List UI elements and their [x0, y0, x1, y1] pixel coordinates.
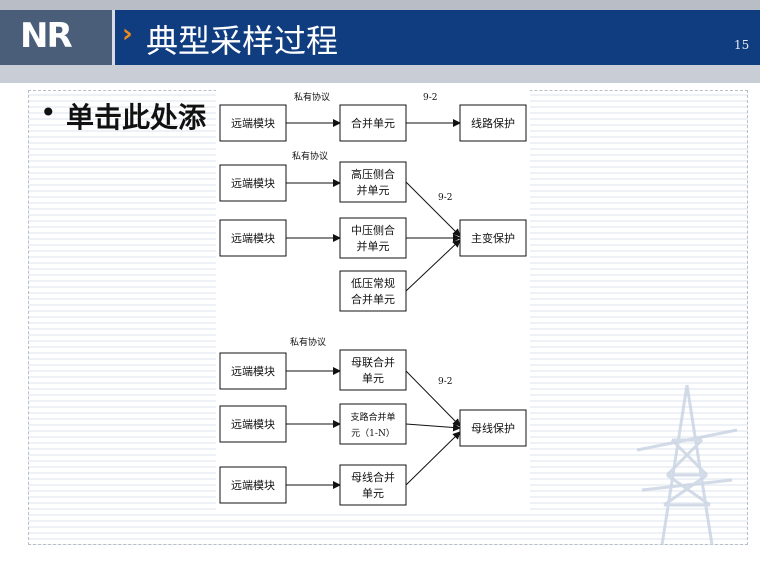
page-number: 15: [734, 38, 750, 52]
chevron-icon: ›: [122, 19, 133, 49]
arrow: [405, 431, 461, 486]
busbar-protection-label: 母线保护: [471, 421, 515, 435]
arrow: [405, 181, 461, 237]
placeholder-text[interactable]: 单击此处添: [66, 101, 207, 134]
link-label: 9-2: [423, 93, 438, 103]
remote-module-label: 远端模块: [231, 418, 275, 431]
link-label: 9-2: [438, 377, 453, 387]
remote-module-box: [219, 466, 287, 504]
line-protection-box: [459, 104, 527, 142]
merging-unit-label: 元（1-N）: [351, 428, 395, 439]
transformer-protection-box: [459, 219, 527, 257]
top-strip: [0, 0, 760, 10]
merging-unit-box: [339, 104, 407, 142]
remote-module-label: 远端模块: [231, 117, 275, 130]
merging-unit-label: 单元: [362, 487, 384, 500]
protocol-label: 私有协议: [292, 150, 328, 162]
bullet-icon: •: [40, 96, 57, 129]
header-separator: [112, 10, 115, 65]
merging-unit-label: 合并单元: [351, 116, 395, 130]
sampling-diagram: 私有协议 9-2 远端模块 合并单元 线路保护 私有协议 9-2 远端模块 高压…: [216, 88, 530, 512]
remote-module-box: [219, 219, 287, 257]
slide-title: 典型采样过程: [146, 22, 339, 60]
line-protection-label: 线路保护: [471, 116, 515, 130]
protocol-label: 私有协议: [294, 91, 330, 103]
merging-unit-label: 母联合并: [351, 355, 395, 369]
merging-unit-box: [339, 464, 407, 506]
arrow: [405, 423, 461, 432]
merging-unit-label: 合并单元: [351, 292, 395, 306]
merging-unit-box: [339, 349, 407, 391]
merging-unit-label: 中压侧合: [351, 223, 395, 237]
transformer-protection-label: 主变保护: [471, 231, 515, 245]
merging-unit-label: 并单元: [357, 239, 390, 253]
logo-panel: [0, 10, 112, 65]
merging-unit-box: [339, 217, 407, 259]
merging-unit-label: 低压常规: [351, 276, 395, 290]
merging-unit-label: 并单元: [357, 183, 390, 197]
link-label: 9-2: [438, 193, 453, 203]
tower-watermark-icon: [636, 384, 738, 546]
merging-unit-label: 母线合并: [351, 470, 395, 484]
protocol-label: 私有协议: [290, 336, 326, 348]
arrow: [405, 239, 461, 292]
sub-header-band: [0, 65, 760, 83]
merging-unit-box: [339, 403, 407, 445]
merging-unit-box: [339, 270, 407, 312]
remote-module-box: [219, 405, 287, 443]
remote-module-box: [219, 352, 287, 390]
remote-module-label: 远端模块: [231, 365, 275, 378]
merging-unit-box: [339, 161, 407, 203]
merging-unit-label: 高压侧合: [351, 167, 395, 181]
title-bar: [0, 10, 760, 65]
arrow: [405, 370, 461, 427]
merging-unit-label: 单元: [362, 372, 384, 385]
merging-unit-label: 支路合并单: [350, 411, 395, 423]
remote-module-label: 远端模块: [231, 232, 275, 245]
remote-module-label: 远端模块: [231, 479, 275, 492]
busbar-protection-box: [459, 409, 527, 447]
remote-module-label: 远端模块: [231, 177, 275, 190]
nr-logo: NR: [20, 16, 73, 56]
